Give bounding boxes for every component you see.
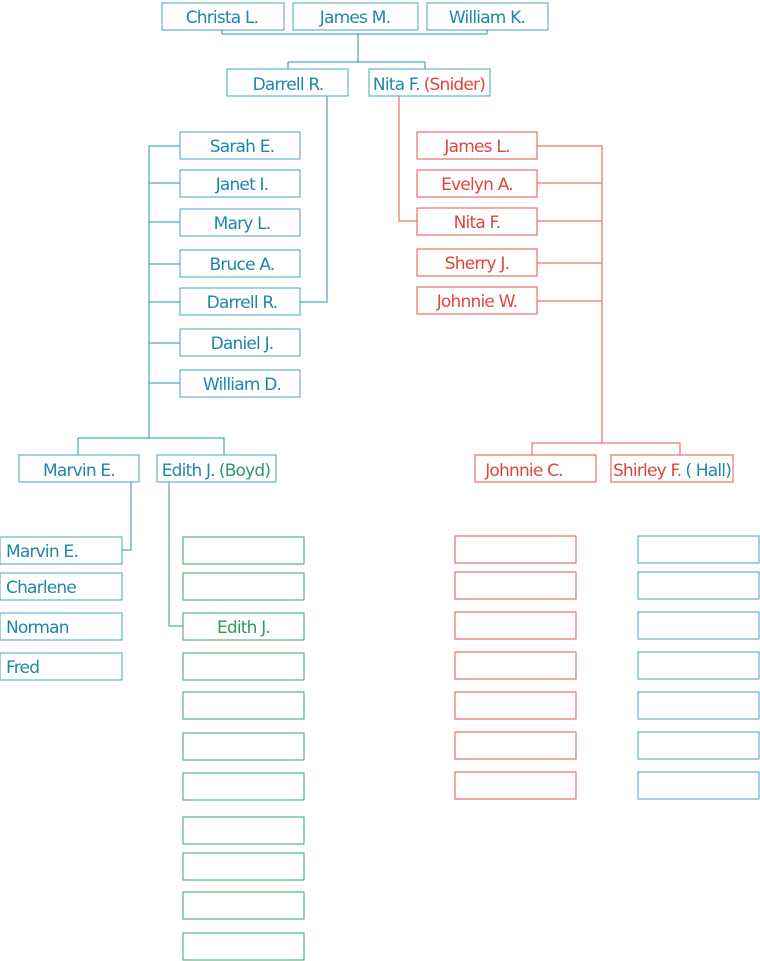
johnnie-sibling-5 bbox=[454, 691, 577, 720]
connector-darrell-siblings bbox=[77, 145, 225, 455]
johnnie-sibling-1 bbox=[454, 535, 577, 564]
edith-sibling-3-label: Edith J. bbox=[217, 618, 270, 638]
connector-nita bbox=[398, 96, 417, 222]
couple-shirley-label: Shirley F.( Hall) bbox=[613, 461, 731, 481]
shirley-sibling-7 bbox=[637, 771, 760, 800]
couple-shirley: Shirley F.( Hall) bbox=[610, 454, 734, 483]
parent-nita-name: Nita F. bbox=[373, 75, 420, 95]
parent-darrell: Darrell R. bbox=[226, 68, 349, 97]
nita-sibling-1-label: James L. bbox=[443, 137, 509, 157]
edith-sibling-7 bbox=[182, 772, 305, 801]
nita-sibling-5-label: Johnnie W. bbox=[436, 292, 518, 312]
johnnie-sibling-3 bbox=[454, 611, 577, 640]
couple-marvin: Marvin E. bbox=[18, 454, 140, 483]
shirley-sibling-1 bbox=[637, 535, 760, 564]
marvin-sibling-4: Fred bbox=[0, 652, 123, 681]
nita-siblings: James L. Evelyn A. Nita F. Sherry J. Johnnie… bbox=[416, 131, 538, 315]
couple-marvin-label: Marvin E. bbox=[43, 461, 115, 481]
darrell-sibling-5-label: Darrell R. bbox=[207, 293, 278, 313]
darrell-sibling-3-label: Mary L. bbox=[214, 214, 271, 234]
parent-nita-label: Nita F.(Snider) bbox=[373, 75, 485, 95]
darrell-sibling-2: Janet I. bbox=[179, 169, 301, 198]
nita-sibling-3-label: Nita F. bbox=[454, 213, 501, 233]
marvin-sibling-1: Marvin E. bbox=[0, 536, 123, 565]
nita-sibling-4: Sherry J. bbox=[416, 248, 538, 277]
couple-johnnie: Johnnie C. bbox=[474, 454, 597, 483]
nita-sibling-3: Nita F. bbox=[416, 207, 538, 236]
edith-sibling-2 bbox=[182, 572, 305, 601]
johnnie-sibling-6 bbox=[454, 731, 577, 760]
couple-edith: Edith J.(Boyd) bbox=[156, 454, 277, 483]
edith-sibling-5 bbox=[182, 691, 305, 720]
couple-shirley-maiden: ( Hall) bbox=[685, 461, 731, 481]
edith-sibling-11 bbox=[182, 932, 305, 961]
darrell-sibling-1-label: Sarah E. bbox=[210, 137, 275, 157]
grandparent-james-label: James M. bbox=[319, 8, 390, 28]
parent-nita: Nita F.(Snider) bbox=[368, 68, 491, 97]
nita-sibling-1: James L. bbox=[416, 131, 538, 160]
darrell-sibling-5: Darrell R. bbox=[179, 287, 301, 316]
edith-sibling-4 bbox=[182, 652, 305, 681]
marvin-sibling-2: Charlene bbox=[0, 572, 123, 601]
couple-edith-label: Edith J.(Boyd) bbox=[162, 461, 271, 481]
johnnie-siblings bbox=[454, 535, 577, 800]
nita-sibling-2: Evelyn A. bbox=[416, 169, 538, 198]
grandparent-william-label: William K. bbox=[449, 8, 525, 28]
shirley-sibling-3 bbox=[637, 611, 760, 640]
marvin-sibling-2-label: Charlene bbox=[6, 578, 76, 598]
darrell-siblings: Sarah E. Janet I. Mary L. Bruce A. Darrell R… bbox=[179, 131, 301, 398]
shirley-sibling-2 bbox=[637, 571, 760, 600]
shirley-sibling-6 bbox=[637, 731, 760, 760]
grandparent-christa: Christa L. bbox=[161, 2, 285, 31]
johnnie-sibling-7 bbox=[454, 771, 577, 800]
couple-shirley-name: Shirley F. bbox=[613, 461, 681, 481]
grandparent-james: James M. bbox=[292, 2, 419, 31]
edith-sibling-1 bbox=[182, 536, 305, 565]
couple-johnnie-label: Johnnie C. bbox=[484, 461, 563, 481]
connector-grandparents bbox=[221, 30, 488, 69]
marvin-sibling-4-label: Fred bbox=[6, 658, 39, 678]
darrell-sibling-2-label: Janet I. bbox=[215, 175, 269, 195]
nita-sibling-4-label: Sherry J. bbox=[445, 254, 509, 274]
shirley-siblings bbox=[637, 535, 760, 800]
darrell-sibling-1: Sarah E. bbox=[179, 131, 301, 160]
shirley-sibling-5 bbox=[637, 691, 760, 720]
darrell-sibling-6-label: Daniel J. bbox=[211, 334, 274, 354]
parent-nita-maiden: (Snider) bbox=[424, 75, 486, 95]
parent-darrell-label: Darrell R. bbox=[253, 75, 324, 95]
marvin-sibling-3-label: Norman bbox=[6, 618, 69, 638]
marvin-sibling-3: Norman bbox=[0, 612, 123, 641]
darrell-sibling-6: Daniel J. bbox=[179, 328, 301, 357]
grandparent-william: William K. bbox=[426, 2, 549, 31]
darrell-sibling-4-label: Bruce A. bbox=[210, 255, 275, 275]
connector-nita-siblings bbox=[531, 145, 681, 455]
marvin-sibling-1-label: Marvin E. bbox=[6, 542, 78, 562]
darrell-sibling-3: Mary L. bbox=[179, 208, 301, 237]
connector-edith bbox=[168, 482, 183, 627]
connector-marvin bbox=[122, 482, 132, 551]
nita-sibling-5: Johnnie W. bbox=[416, 286, 538, 315]
edith-sibling-9 bbox=[182, 852, 305, 881]
johnnie-sibling-2 bbox=[454, 571, 577, 600]
connector-darrell bbox=[300, 96, 328, 303]
edith-sibling-6 bbox=[182, 732, 305, 761]
edith-sibling-8 bbox=[182, 816, 305, 845]
edith-siblings: Edith J. bbox=[182, 536, 305, 961]
shirley-sibling-4 bbox=[637, 651, 760, 680]
grandparent-christa-label: Christa L. bbox=[186, 8, 259, 28]
edith-sibling-10 bbox=[182, 891, 305, 920]
johnnie-sibling-4 bbox=[454, 651, 577, 680]
couple-edith-maiden: (Boyd) bbox=[219, 461, 271, 481]
nita-sibling-2-label: Evelyn A. bbox=[441, 175, 513, 195]
edith-sibling-3: Edith J. bbox=[182, 612, 305, 641]
darrell-sibling-7-label: William D. bbox=[203, 375, 281, 395]
darrell-sibling-7: William D. bbox=[179, 369, 301, 398]
darrell-sibling-4: Bruce A. bbox=[179, 249, 301, 278]
couple-edith-name: Edith J. bbox=[162, 461, 215, 481]
